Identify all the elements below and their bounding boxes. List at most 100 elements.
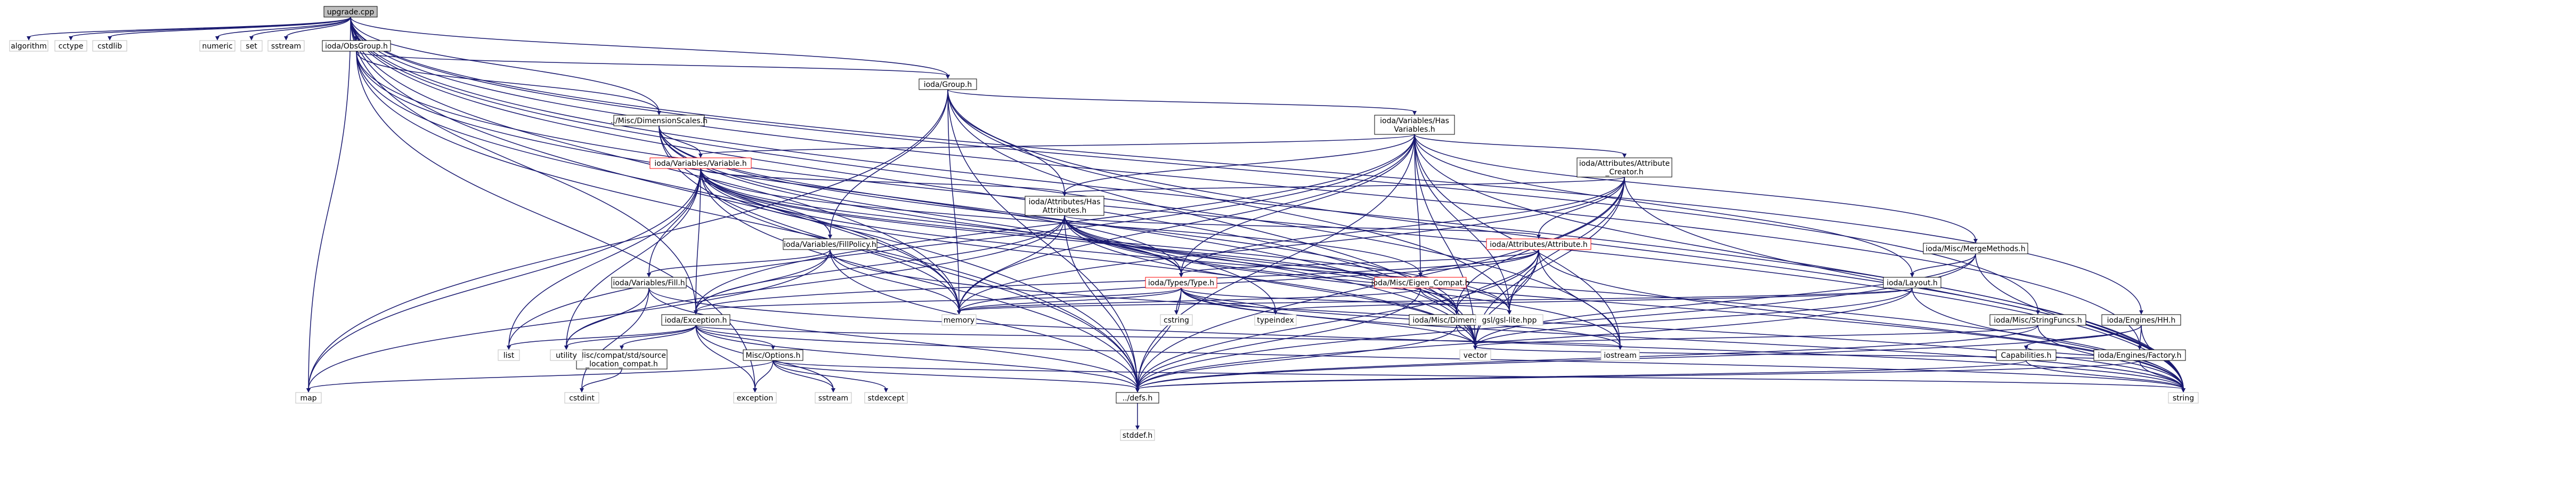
edge-factory-to-defs <box>1137 360 2140 390</box>
node-fillpolicy[interactable]: ioda/Variables/FillPolicy.h <box>783 238 877 250</box>
node-label-options: Misc/Options.h <box>745 351 800 360</box>
node-attrcreator[interactable]: ioda/Attributes/Attribute_Creator.h <box>1577 157 1672 178</box>
node-label-exceptionsys: exception <box>737 394 773 403</box>
arrowhead-root-to-algorithm <box>27 36 31 41</box>
node-obsgroup[interactable]: ioda/ObsGroup.h <box>322 40 391 52</box>
edge-hasvars-to-hasattrs <box>1064 134 1415 194</box>
node-label-fill: ioda/Variables/Fill.h <box>613 279 685 287</box>
node-label-cstdint: cstdint <box>569 394 595 403</box>
node-label-hasvars-line1: Variables.h <box>1394 125 1435 134</box>
node-box-iostream <box>1600 349 1640 361</box>
edge-obsgroup-to-exceptionsys <box>356 51 755 390</box>
arrowhead-factory-to-capabilities <box>2024 346 2028 350</box>
node-box-exceptionsys <box>733 392 777 404</box>
node-map: map <box>295 392 322 404</box>
edge-fillpolicy-to-fill <box>648 249 831 275</box>
arrowhead-obsgroup-to-dimscales <box>657 111 661 115</box>
arrowhead-layout-to-memory <box>957 310 961 315</box>
edge-group-to-fillpolicy <box>830 89 948 236</box>
node-srcloc[interactable]: Misc/compat/std/source_location_compat.h <box>576 349 668 370</box>
edge-attribute-to-dimensions <box>1456 249 1539 312</box>
node-label-iostream: iostream <box>1604 351 1637 360</box>
node-box-string <box>2168 392 2199 404</box>
node-stringfuncs[interactable]: ioda/Misc/StringFuncs.h <box>1989 314 2086 326</box>
node-root[interactable]: upgrade.cpp <box>323 6 378 18</box>
node-label-gslhpp: gsl/gsl-lite.hpp <box>1482 316 1537 325</box>
edge-root-to-group <box>350 17 948 76</box>
edge-hasvars-to-vector <box>1414 134 1476 347</box>
node-label-set: set <box>246 42 257 51</box>
edge-options-to-string <box>773 360 2184 390</box>
node-box-set <box>240 40 263 52</box>
node-mergemethods[interactable]: ioda/Misc/MergeMethods.h <box>1923 243 2028 254</box>
edge-root-to-sstream <box>286 17 351 38</box>
node-string: string <box>2168 392 2199 404</box>
node-memory: memory <box>941 314 977 326</box>
edge-fillpolicy-to-map <box>308 249 831 390</box>
node-fill[interactable]: ioda/Variables/Fill.h <box>611 277 687 288</box>
arrowhead-hh-to-factory <box>2138 346 2142 350</box>
arrowhead-exception-to-iostream <box>1618 346 1622 350</box>
edge-exception-to-defs <box>695 325 1138 390</box>
edge-factory-to-string <box>2139 360 2184 390</box>
edge-exception-to-list <box>508 325 696 347</box>
edge-stringfuncs-to-defs <box>1137 325 2038 390</box>
edge-exception-to-exceptionsys <box>695 325 755 390</box>
node-box-hh <box>2101 314 2181 326</box>
node-capabilities[interactable]: Capabilities.h <box>1996 349 2057 361</box>
edge-obsgroup-to-defs <box>356 51 1138 390</box>
node-group[interactable]: ioda/Group.h <box>919 78 977 90</box>
arrowhead-factory-to-defs <box>1135 388 1140 392</box>
node-eigencompat[interactable]: ioda/Misc/Eigen_Compat.h <box>1371 277 1470 288</box>
arrowhead-variable-to-fillpolicy <box>828 235 832 239</box>
arrowhead-type-to-exception <box>694 310 698 315</box>
arrowhead-hasvars-to-attrcreator <box>1622 154 1627 158</box>
node-box-srcloc <box>576 349 668 370</box>
edge-root-to-cstdlib <box>109 17 351 38</box>
edge-hasvars-to-gslhpp <box>1414 134 1510 312</box>
node-label-type: ioda/Types/Type.h <box>1148 279 1214 287</box>
node-dimscales[interactable]: ../Misc/DimensionScales.h <box>611 115 708 126</box>
edge-dimensions-to-vector <box>1456 325 1476 347</box>
node-attribute[interactable]: ioda/Attributes/Attribute.h <box>1486 238 1591 250</box>
node-label-attrcreator-line1: _Creator.h <box>1605 168 1643 177</box>
edge-root-to-set <box>251 17 351 38</box>
node-variable[interactable]: ioda/Variables/Variable.h <box>649 157 752 169</box>
edge-srcloc-to-cstdint <box>581 368 622 390</box>
node-label-cctype: cctype <box>59 42 84 51</box>
node-options[interactable]: Misc/Options.h <box>743 349 803 361</box>
node-layout[interactable]: ioda/Layout.h <box>1883 277 1941 288</box>
edge-attrcreator-to-attribute <box>1538 177 1625 236</box>
edge-fill-to-defs <box>648 287 1138 390</box>
node-exception[interactable]: ioda/Exception.h <box>661 314 730 326</box>
node-box-options <box>743 349 803 361</box>
edge-obsgroup-to-group <box>356 51 948 76</box>
node-box-defs <box>1116 392 1159 404</box>
node-type[interactable]: ioda/Types/Type.h <box>1145 277 1217 288</box>
node-label-string: string <box>2173 394 2194 403</box>
node-factory[interactable]: ioda/Engines/Factory.h <box>2093 349 2186 361</box>
node-defs[interactable]: ../defs.h <box>1116 392 1159 404</box>
node-hh[interactable]: ioda/Engines/HH.h <box>2101 314 2181 326</box>
node-sstreamsys: sstream <box>815 392 852 404</box>
node-label-eigencompat: ioda/Misc/Eigen_Compat.h <box>1371 279 1470 287</box>
arrowhead-eigencompat-to-dimensions <box>1454 310 1459 315</box>
edge-hasvars-to-attrcreator <box>1414 134 1625 155</box>
arrowhead-options-to-stdexcept <box>884 388 888 392</box>
node-label-attribute: ioda/Attributes/Attribute.h <box>1490 241 1588 249</box>
node-box-typeindex <box>1254 314 1297 326</box>
node-box-utility <box>550 349 583 361</box>
arrowhead-root-to-hh <box>2139 310 2143 315</box>
arrowhead-type-to-cstring <box>1174 310 1179 315</box>
edge-root-to-numeric <box>217 17 351 38</box>
edge-hasvars-to-eigencompat <box>1414 134 1421 275</box>
edge-hasattrs-to-memory <box>958 215 1065 312</box>
edge-eigencompat-to-defs <box>1137 287 1421 390</box>
arrowhead-factory-to-vector <box>1473 346 1477 350</box>
node-box-numeric <box>199 40 235 52</box>
node-stdexcept: stdexcept <box>864 392 908 404</box>
arrowhead-obsgroup-to-group <box>946 75 950 79</box>
